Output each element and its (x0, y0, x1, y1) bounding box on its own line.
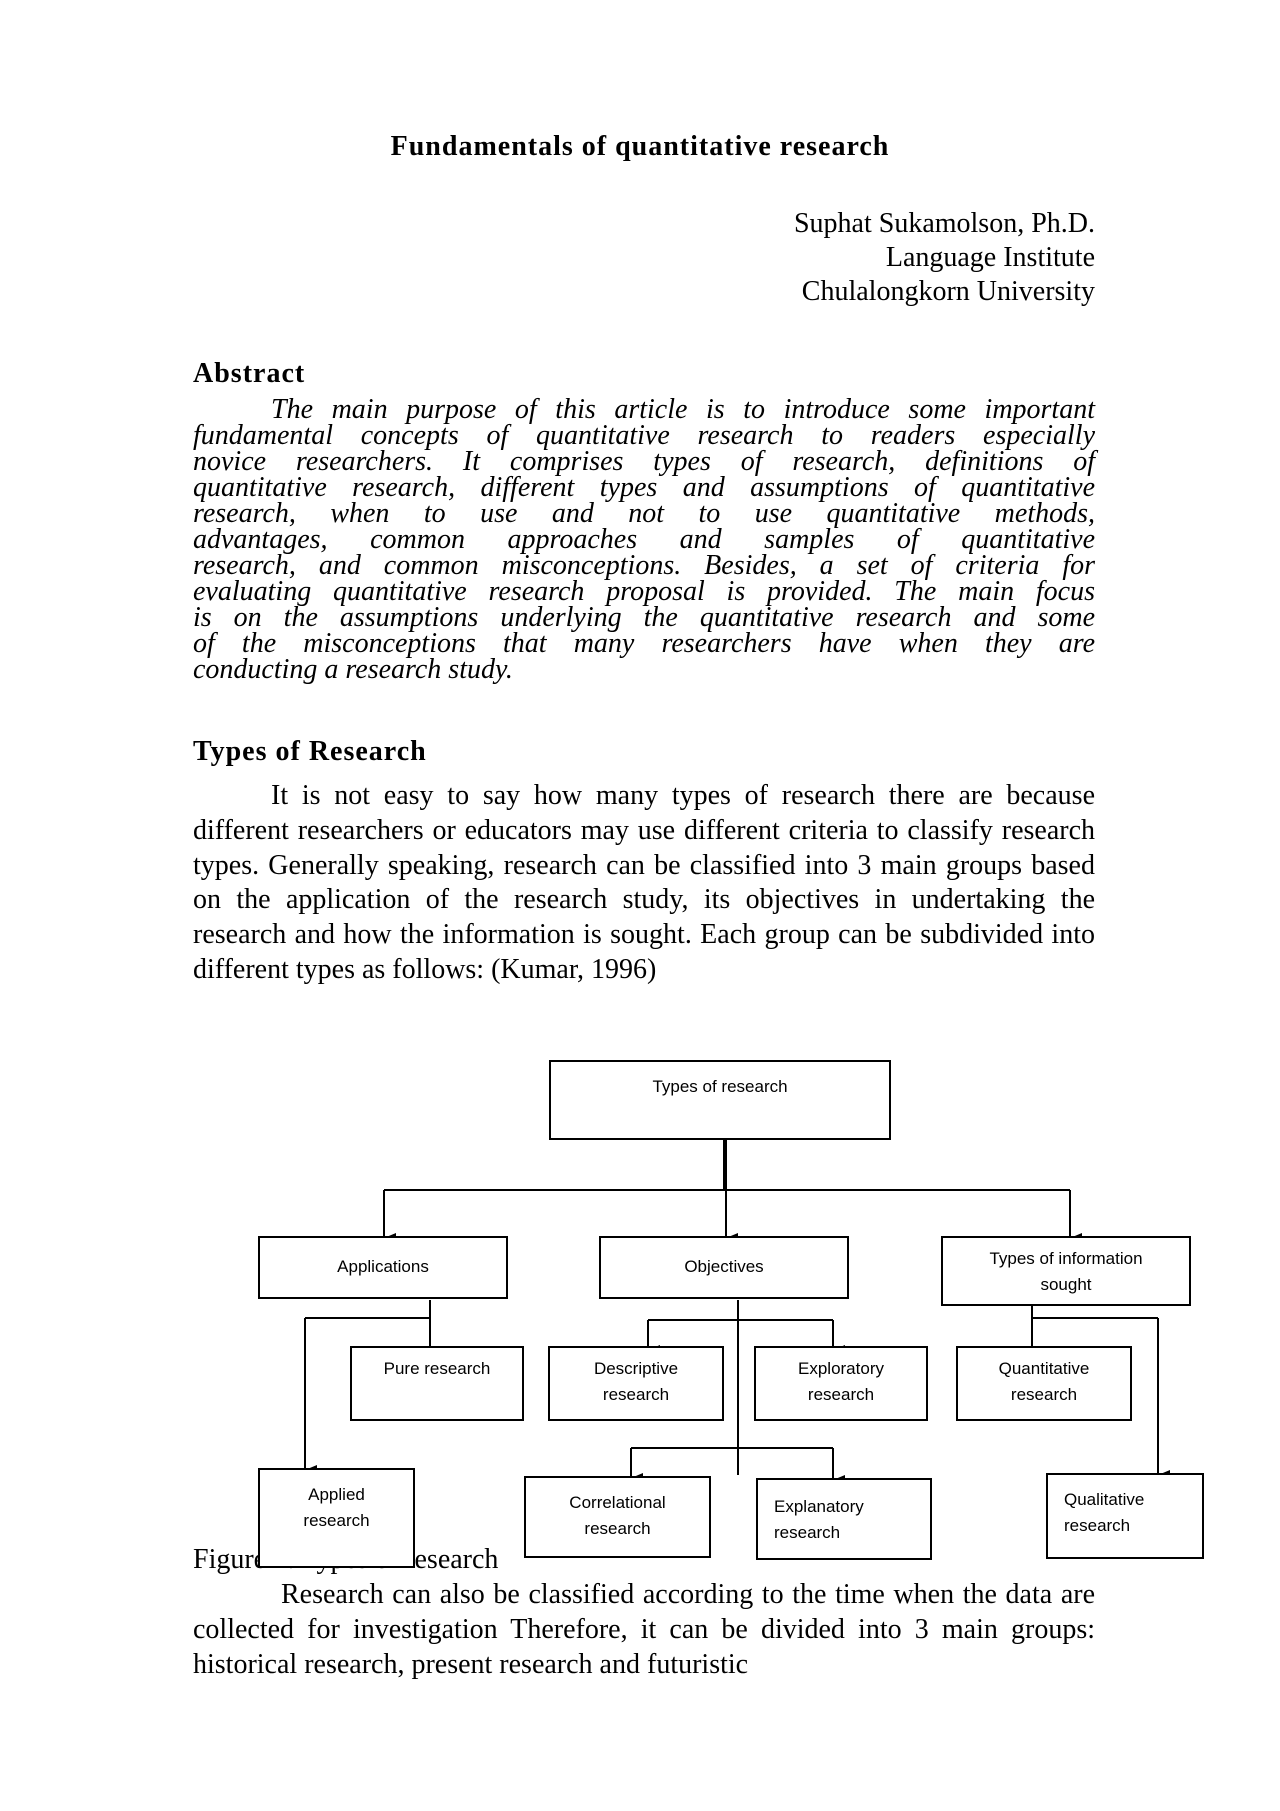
box-applications: Applications (258, 1236, 508, 1299)
classification-by-time-paragraph: Research can also be classified accordin… (193, 1579, 1095, 1680)
box-objectives-label: Objectives (684, 1257, 764, 1276)
box-quantitative-research: Quantitative research (956, 1346, 1132, 1421)
box-exploratory-label-line1: Exploratory (798, 1359, 884, 1378)
abstract-paragraph: The main purpose of this article is to i… (193, 394, 1095, 685)
box-applied-label-line2: research (303, 1511, 370, 1530)
box-applied-label-line1: Applied (308, 1485, 365, 1504)
box-info-label-line1: Types of information (989, 1249, 1143, 1268)
paper-title: Fundamentals of quantitative research (390, 131, 890, 162)
box-explanatory-label-line2: research (774, 1523, 841, 1542)
box-correlational-label-line2: research (584, 1519, 651, 1538)
abstract-line: of the misconceptions that many research… (193, 628, 1095, 659)
box-qualitative-label-line1: Qualitative (1064, 1490, 1145, 1509)
box-types-of-research-label: Types of research (652, 1077, 788, 1096)
box-pure-research: Pure research (350, 1346, 524, 1421)
box-qualitative-label-line2: research (1064, 1516, 1131, 1535)
abstract-line: is on the assumptions underlying the qua… (193, 602, 1095, 633)
box-explanatory-research: Explanatory research (756, 1478, 932, 1560)
box-explanatory-label-line1: Explanatory (774, 1497, 864, 1516)
author-affiliation-university: Chulalongkorn University (801, 276, 1095, 307)
box-applications-label: Applications (337, 1257, 429, 1276)
abstract-line: fundamental concepts of quantitative res… (193, 420, 1095, 451)
abstract-line: evaluating quantitative research proposa… (193, 576, 1095, 607)
box-types-of-information-sought: Types of information sought (941, 1236, 1191, 1306)
abstract-line: novice researchers. It comprises types o… (193, 446, 1095, 477)
box-exploratory-research: Exploratory research (754, 1346, 928, 1421)
abstract-line: advantages, common approaches and sample… (193, 524, 1095, 555)
author-block: Suphat Sukamolson, Ph.D. Language Instit… (794, 207, 1095, 309)
types-of-research-paragraph: It is not easy to say how many types of … (193, 780, 1095, 985)
abstract-line: The main purpose of this article is to i… (271, 394, 1095, 425)
box-descriptive-label-line1: Descriptive (593, 1359, 679, 1378)
box-descriptive-label-line2: research (602, 1385, 670, 1404)
author-name: Suphat Sukamolson, Ph.D. (793, 208, 1095, 239)
abstract-line: conducting a research study. (193, 654, 513, 685)
abstract-heading: Abstract (193, 358, 306, 389)
box-info-label-line2: sought (1040, 1275, 1092, 1294)
box-qualitative-research: Qualitative research (1046, 1473, 1204, 1559)
box-correlational-research: Correlational research (524, 1476, 711, 1558)
types-of-research-heading: Types of Research (193, 736, 427, 767)
abstract-line: research, and common misconceptions. Bes… (193, 550, 1095, 581)
box-correlational-label-line1: Correlational (569, 1493, 666, 1512)
box-descriptive-research: Descriptive research (548, 1346, 724, 1421)
box-quantitative-label-line2: research (1010, 1385, 1078, 1404)
abstract-line: research, when to use and not to use qua… (193, 498, 1095, 529)
box-objectives: Objectives (599, 1236, 849, 1299)
box-pure-research-label: Pure research (383, 1359, 491, 1378)
box-quantitative-label-line1: Quantitative (998, 1359, 1090, 1378)
author-affiliation-institute: Language Institute (885, 242, 1095, 273)
box-exploratory-label-line2: research (807, 1385, 875, 1404)
box-types-of-research: Types of research (549, 1060, 891, 1140)
box-applied-research: Applied research (258, 1468, 415, 1568)
abstract-line: quantitative research, different types a… (193, 472, 1095, 503)
